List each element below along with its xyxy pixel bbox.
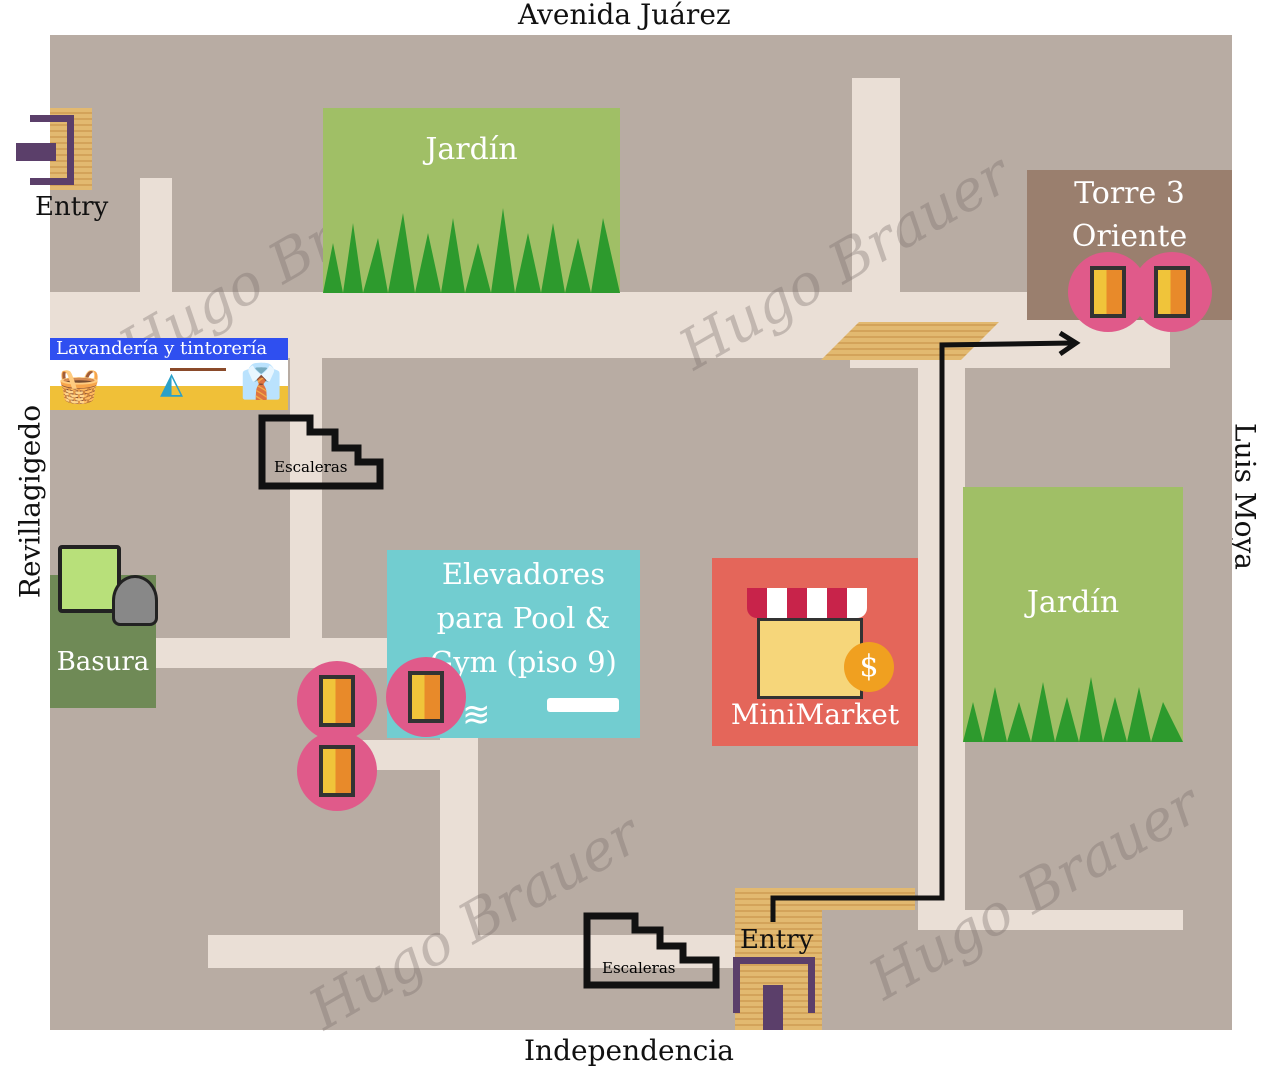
- path: [852, 78, 900, 328]
- laundry-label: Lavandería y tintorería: [50, 338, 288, 360]
- entry-arrow-icon: [763, 985, 783, 1030]
- path: [440, 735, 478, 945]
- grass-icon: [323, 208, 620, 293]
- trash-bin-icon: [58, 545, 121, 613]
- entry-label-south: Entry: [740, 925, 814, 955]
- entry-arrow-icon: [16, 143, 56, 161]
- minimarket: $ MiniMarket: [712, 558, 918, 746]
- garden-right: Jardín: [963, 487, 1183, 742]
- stairs-label: Escaleras: [602, 959, 676, 977]
- dumbbell-icon: [547, 698, 619, 712]
- elevator-icon: [1132, 252, 1212, 332]
- elevator-icon: [297, 661, 377, 741]
- iron-icon: ◭: [160, 366, 184, 401]
- path: [945, 910, 1183, 930]
- path: [290, 358, 322, 641]
- street-south: Independencia: [524, 1034, 734, 1067]
- garden-top: Jardín: [323, 108, 620, 293]
- hanger-icon: [170, 368, 226, 387]
- elevator-icon: [386, 657, 466, 737]
- stairs-label: Escaleras: [274, 458, 348, 476]
- washing-machine-icon: 🧺: [58, 366, 101, 406]
- trash-label: Basura: [56, 647, 150, 677]
- minimarket-label: MiniMarket: [730, 698, 900, 731]
- elevator-icon: [297, 731, 377, 811]
- entry-icon[interactable]: [733, 957, 815, 1013]
- store-icon: [747, 588, 867, 618]
- trash-area: Basura: [50, 545, 158, 708]
- trash-bag-icon: [112, 575, 158, 626]
- entry-label-west: Entry: [35, 192, 109, 222]
- garden-right-label: Jardín: [1026, 585, 1120, 620]
- street-north: Avenida Juárez: [518, 0, 731, 31]
- elevators-label: Elevadores para Pool & Gym (piso 9): [430, 557, 617, 679]
- laundry: Lavandería y tintorería 🧺 ◭ 👔: [50, 338, 288, 410]
- grass-icon: [963, 677, 1183, 742]
- pool-icon: ≋: [462, 695, 491, 735]
- shirt-icon: 👔: [240, 362, 283, 402]
- entry-icon[interactable]: [30, 115, 74, 185]
- tower-label: Torre 3 Oriente: [1071, 176, 1188, 254]
- coin-icon: $: [844, 642, 894, 692]
- garden-top-label: Jardín: [425, 132, 518, 167]
- path: [140, 178, 172, 298]
- path: [208, 935, 738, 968]
